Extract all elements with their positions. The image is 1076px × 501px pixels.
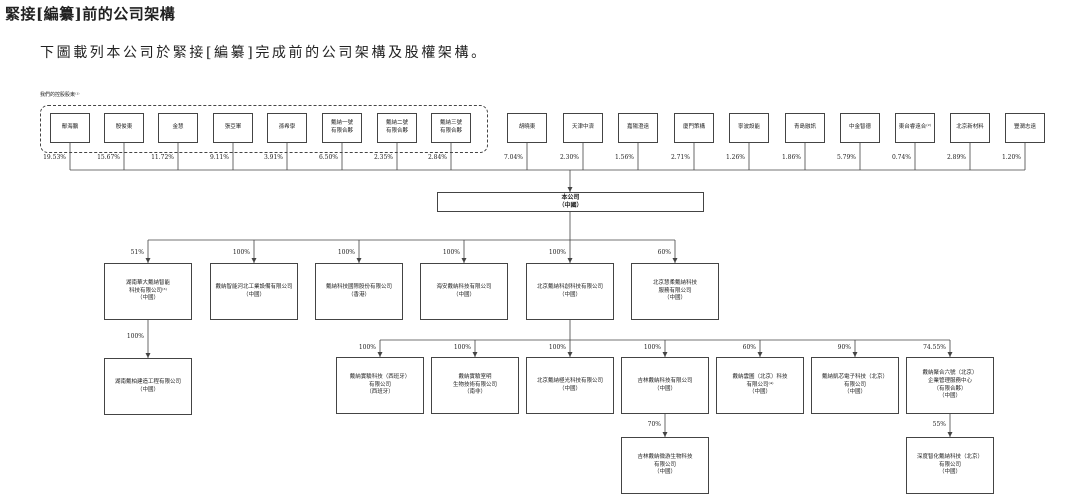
shareholder-box: 東台睿遠合⁽²⁾ [895,113,935,143]
shareholder-box: 豐潤志遠 [1005,113,1045,143]
shareholding-percentage: 70% [647,421,661,428]
shareholding-percentage: 2.71% [670,154,690,161]
shareholder-box: 金慧 [158,113,198,143]
shareholder-box: 戴納二號 有限合夥 [377,113,417,143]
shareholder-box: 天津中濟 [563,113,603,143]
subsidiary-box: 吉林戴納微游生物科技 有限公司 （中國） [621,437,709,494]
company-box: 本公司 （中國） [437,192,704,212]
shareholding-percentage: 6.50% [318,154,338,161]
shareholding-percentage: 11.72% [151,154,174,161]
shareholder-box: 胡曉東 [507,113,547,143]
shareholding-percentage: 2.30% [559,154,579,161]
subsidiary-box: 北京戴納科創科技有限公司 （中國） [526,263,614,320]
controlling-shareholders-group [40,105,488,153]
shareholding-percentage: 5.79% [836,154,856,161]
shareholding-percentage: 1.86% [781,154,801,161]
shareholder-box: 中金智德 [840,113,880,143]
shareholder-box: 北京新材料 [950,113,990,143]
shareholding-percentage: 2.35% [373,154,393,161]
shareholder-box: 鄢海鵬 [50,113,90,143]
shareholding-percentage: 1.56% [614,154,634,161]
shareholding-percentage: 100% [548,344,566,351]
shareholding-percentage: 100% [126,333,144,340]
shareholder-box: 青島融訊 [785,113,825,143]
shareholding-percentage: 1.20% [1001,154,1021,161]
shareholding-percentage: 9.11% [209,154,229,161]
subsidiary-box: 戴納智能河北工業設備有限公司 （中國） [210,263,298,320]
subsidiary-box: 北京戴納極光科技有限公司 （中國） [526,357,614,414]
shareholder-box: 戴納三號 有限合夥 [431,113,471,143]
subsidiary-connectors [145,212,953,437]
controlling-group-label: 我們的控股股東⁽¹⁾ [40,92,80,98]
shareholding-percentage: 1.26% [725,154,745,161]
shareholder-box: 戴納一號 有限合夥 [322,113,362,143]
shareholder-box: 廈門策構 [674,113,714,143]
shareholder-box: 嘉陽澄遠 [618,113,658,143]
shareholder-connectors [69,143,1026,192]
subsidiary-box: 深度智化戴納科技（北京） 有限公司 （中國） [906,437,994,494]
section-title: 緊接[編纂]前的公司架構 [5,5,176,23]
subsidiary-box: 戴納實驗科技（西班牙） 有限公司 （西班牙） [336,357,424,414]
shareholding-percentage: 100% [442,249,460,256]
shareholding-percentage: 60% [742,344,756,351]
shareholding-percentage: 100% [548,249,566,256]
shareholder-box: 張亞軍 [213,113,253,143]
subsidiary-box: 湖南華大戴納智能 科技有限公司⁽³⁾ （中國） [104,263,192,320]
subsidiary-box: 北京慧柔戴納科技 服務有限公司 （中國） [631,263,719,320]
subsidiary-box: 戴納凱芯電子科技（北京） 有限公司 （中國） [811,357,899,414]
shareholding-percentage: 2.84% [427,154,447,161]
shareholding-percentage: 7.04% [503,154,523,161]
shareholding-percentage: 0.74% [891,154,911,161]
shareholder-box: 殷俊東 [104,113,144,143]
subsidiary-box: 湖南戴柏建造工程有限公司 （中國） [104,358,192,415]
shareholding-percentage: 2.89% [946,154,966,161]
shareholding-percentage: 3.91% [263,154,283,161]
shareholding-percentage: 100% [358,344,376,351]
subsidiary-box: 海安戴納科技有限公司 （中國） [420,263,508,320]
shareholder-box: 孫希學 [267,113,307,143]
shareholding-percentage: 100% [337,249,355,256]
subsidiary-box: 戴納雲圖（北京）科技 有限公司⁽⁴⁾ （中國） [716,357,804,414]
shareholding-percentage: 74.55% [923,344,946,351]
shareholding-percentage: 100% [643,344,661,351]
shareholding-percentage: 55% [932,421,946,428]
subsidiary-box: 戴納科技國際股份有限公司 （香港） [315,263,403,320]
shareholding-percentage: 51% [130,249,144,256]
subsidiary-box: 吉林戴納科技有限公司 （中國） [621,357,709,414]
shareholding-percentage: 100% [453,344,471,351]
shareholding-percentage: 60% [657,249,671,256]
shareholding-percentage: 15.67% [97,154,120,161]
shareholding-percentage: 19.53% [43,154,66,161]
shareholding-percentage: 90% [837,344,851,351]
subsidiary-box: 戴納實驗室明 生物技術有限公司 （南非） [431,357,519,414]
shareholding-percentage: 100% [232,249,250,256]
intro-paragraph: 下圖載列本公司於緊接[編纂]完成前的公司架構及股權架構。 [40,45,488,61]
shareholder-box: 寧波設能 [729,113,769,143]
subsidiary-box: 戴納聚合六號（北京） 企業管理服務中心 （有限合夥） （中國） [906,357,994,414]
